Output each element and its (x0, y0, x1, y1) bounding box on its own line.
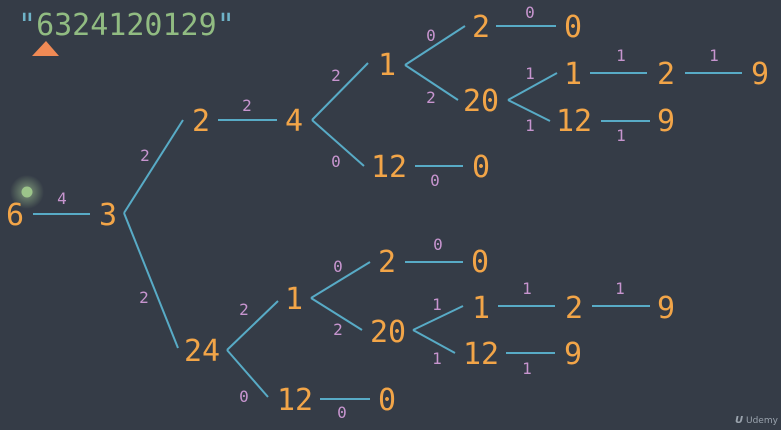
weight-12b-0b: 0 (430, 171, 440, 190)
weight-20a-12a: 1 (525, 116, 535, 135)
node-2b: 2 (657, 57, 675, 92)
node-2c: 2 (378, 245, 396, 280)
edge-4-1a (311, 62, 369, 121)
weight-1a-2a: 0 (426, 26, 436, 45)
weight-20b-1d: 1 (432, 295, 442, 314)
edges (33, 25, 742, 400)
weight-4-12b: 0 (331, 152, 341, 171)
node-1b: 1 (564, 57, 582, 92)
weight-1a-20a: 2 (426, 88, 436, 107)
title-digits: 6324120129 (36, 8, 217, 43)
nodes: 6 3 2 4 1 2 0 20 1 2 9 12 9 12 0 24 1 2 … (6, 10, 769, 418)
node-2a: 2 (472, 10, 490, 45)
weight-12d-0d: 0 (337, 403, 347, 422)
edge-20b-12c (412, 329, 456, 354)
node-0b: 0 (472, 150, 490, 185)
weight-12a-9b: 1 (616, 126, 626, 145)
title-quote-open: " (18, 8, 36, 43)
node-20a: 20 (463, 84, 499, 119)
weight-3-2: 2 (140, 146, 150, 165)
node-24: 24 (184, 334, 220, 369)
node-9a: 9 (751, 57, 769, 92)
edge-20a-12a (507, 99, 551, 122)
edge-20b-1d (412, 305, 464, 331)
edge-1c-2c (310, 261, 371, 299)
edge-1a-20a (404, 64, 459, 101)
weight-2a-0a: 0 (525, 3, 535, 22)
node-4: 4 (285, 104, 303, 139)
node-9b: 9 (657, 104, 675, 139)
node-3: 3 (99, 198, 117, 233)
node-20b: 20 (370, 315, 406, 350)
node-2d: 2 (565, 291, 583, 326)
edge-24-12d (226, 349, 269, 398)
node-0c: 0 (471, 245, 489, 280)
weight-4-1a: 2 (331, 66, 341, 85)
weight-2d-9c: 1 (615, 279, 625, 298)
weight-2-4: 2 (242, 96, 252, 115)
edge-3-24 (123, 212, 179, 349)
node-0a: 0 (564, 10, 582, 45)
weight-1b-2b: 1 (616, 46, 626, 65)
node-1a: 1 (378, 48, 396, 83)
node-1d: 1 (472, 291, 490, 326)
weight-2c-0c: 0 (433, 235, 443, 254)
weight-20a-1b: 1 (525, 64, 535, 83)
weight-20b-12c: 1 (432, 349, 442, 368)
weight-24-12d: 0 (239, 387, 249, 406)
watermark-text: Udemy (746, 416, 779, 426)
title-quote-close: " (217, 8, 235, 43)
edge-24-1c (226, 300, 279, 351)
weight-1c-2c: 0 (333, 257, 343, 276)
edge-1a-2a (404, 25, 466, 66)
node-9d: 9 (564, 337, 582, 372)
node-12b: 12 (371, 150, 407, 185)
node-root: 6 (6, 198, 24, 233)
weight-12c-9d: 1 (522, 359, 532, 378)
weight-24-1c: 2 (239, 300, 249, 319)
edge-4-12b (311, 119, 365, 167)
cursor-dot-icon (21, 186, 33, 198)
node-12d: 12 (277, 383, 313, 418)
node-1c: 1 (285, 282, 303, 317)
edge-weights: 4 2 2 2 2 0 0 0 2 1 1 1 1 1 0 2 0 0 0 2 … (57, 3, 719, 422)
edge-3-2 (123, 119, 184, 214)
node-0d: 0 (378, 383, 396, 418)
node-12c: 12 (463, 337, 499, 372)
weight-1d-2d: 1 (522, 279, 532, 298)
weight-1c-20b: 2 (333, 320, 343, 339)
node-9c: 9 (657, 291, 675, 326)
weight-3-24: 2 (139, 288, 149, 307)
edge-20a-1b (507, 72, 558, 101)
watermark: U Udemy (735, 415, 779, 426)
edge-1c-20b (310, 297, 363, 331)
udemy-logo-icon: U (735, 415, 743, 426)
title-string: "6324120129" (18, 8, 235, 43)
node-2: 2 (192, 104, 210, 139)
weight-root-3: 4 (57, 189, 67, 208)
weight-2b-9a: 1 (709, 46, 719, 65)
triangle-marker-icon (32, 41, 59, 56)
node-12a: 12 (556, 104, 592, 139)
